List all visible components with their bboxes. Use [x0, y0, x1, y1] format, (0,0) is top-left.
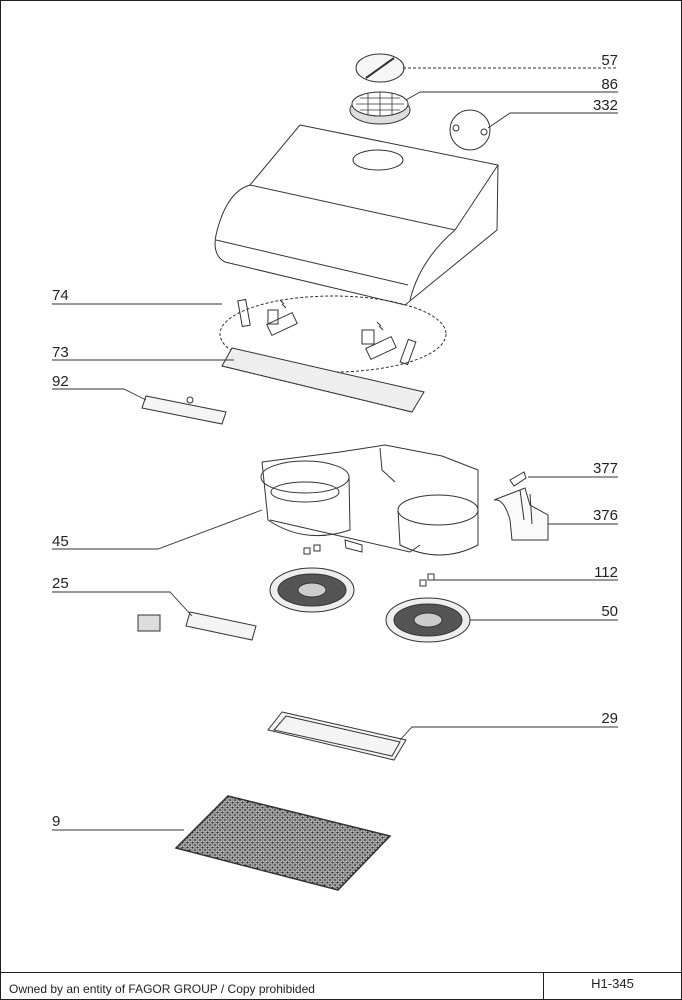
- part-57-cap: [355, 53, 405, 83]
- callout-376: 376: [593, 507, 618, 524]
- title-block: Owned by an entity of FAGOR GROUP / Copy…: [1, 972, 681, 1000]
- callout-9: 9: [52, 813, 60, 830]
- callout-112: 112: [594, 564, 618, 581]
- callout-73: 73: [52, 344, 69, 361]
- drawing-code: H1-345: [591, 976, 634, 991]
- leader-lines: [52, 67, 618, 831]
- part-73-strip: [221, 347, 425, 413]
- part-45-housing: [260, 444, 479, 556]
- callout-332: 332: [593, 97, 618, 114]
- part-29-panel: [267, 711, 407, 761]
- callout-377: 377: [593, 460, 618, 477]
- exploded-parts-diagram: 57 86 332 74 73 92 377 376 45 25 112 50 …: [52, 52, 618, 891]
- part-332-gasket: [449, 109, 491, 151]
- callout-74: 74: [52, 287, 69, 304]
- part-112-bushings: [303, 544, 435, 587]
- part-25-control: [137, 611, 257, 641]
- callout-45: 45: [52, 533, 69, 550]
- part-50-fans: [269, 567, 471, 643]
- ownership-notice: Owned by an entity of FAGOR GROUP / Copy…: [1, 973, 544, 1000]
- hood-body: [214, 124, 499, 306]
- callout-25: 25: [52, 575, 69, 592]
- part-86-grid-ring: [349, 91, 411, 125]
- part-92-bracket: [141, 395, 227, 425]
- callout-57: 57: [601, 52, 618, 69]
- callout-29: 29: [601, 710, 618, 727]
- callout-92: 92: [52, 373, 69, 390]
- callout-50: 50: [601, 603, 618, 620]
- part-9-grease-filter: [174, 795, 392, 891]
- part-376-duct: [493, 487, 549, 541]
- callout-86: 86: [601, 76, 618, 93]
- callout-labels: 57 86 332 74 73 92 377 376 45 25 112 50 …: [52, 52, 618, 830]
- part-377-clip: [509, 471, 527, 487]
